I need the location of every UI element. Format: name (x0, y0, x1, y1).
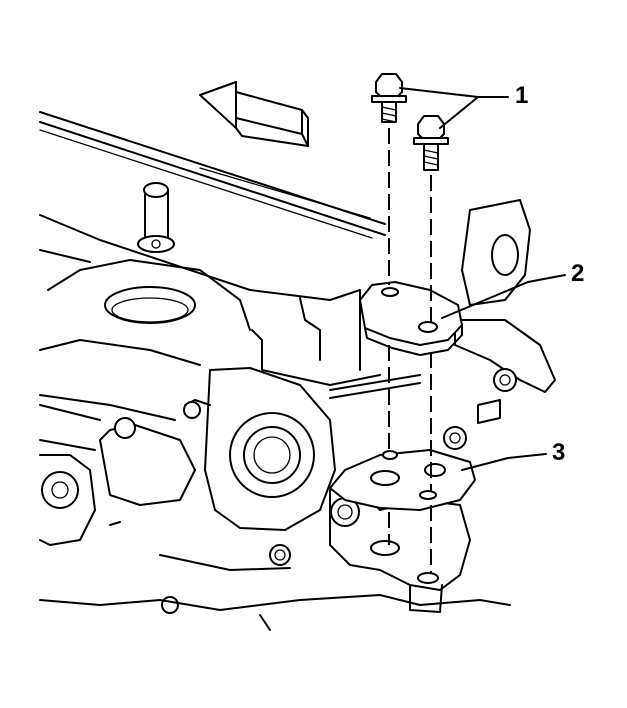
callout-label-3: 3 (552, 439, 566, 466)
mount-casting (329, 484, 471, 613)
part-2-spacer (359, 281, 463, 356)
callout-label-1: 1 (515, 82, 529, 109)
front-bracket (183, 367, 336, 566)
lower-casting (39, 417, 511, 631)
part-1-bolts (371, 73, 449, 171)
upper-bracket (443, 199, 556, 450)
bolt-right (413, 115, 449, 171)
engine-rail (39, 111, 386, 239)
engine-block (39, 214, 421, 451)
part-3-plate (329, 449, 476, 511)
alignment-lines (388, 128, 432, 575)
callout-label-2: 2 (571, 260, 585, 287)
lower-bolt-hole (417, 572, 439, 584)
direction-arrow (199, 81, 309, 147)
leader-lines (399, 87, 566, 471)
bolt-left (371, 73, 407, 123)
locating-post (137, 182, 175, 253)
